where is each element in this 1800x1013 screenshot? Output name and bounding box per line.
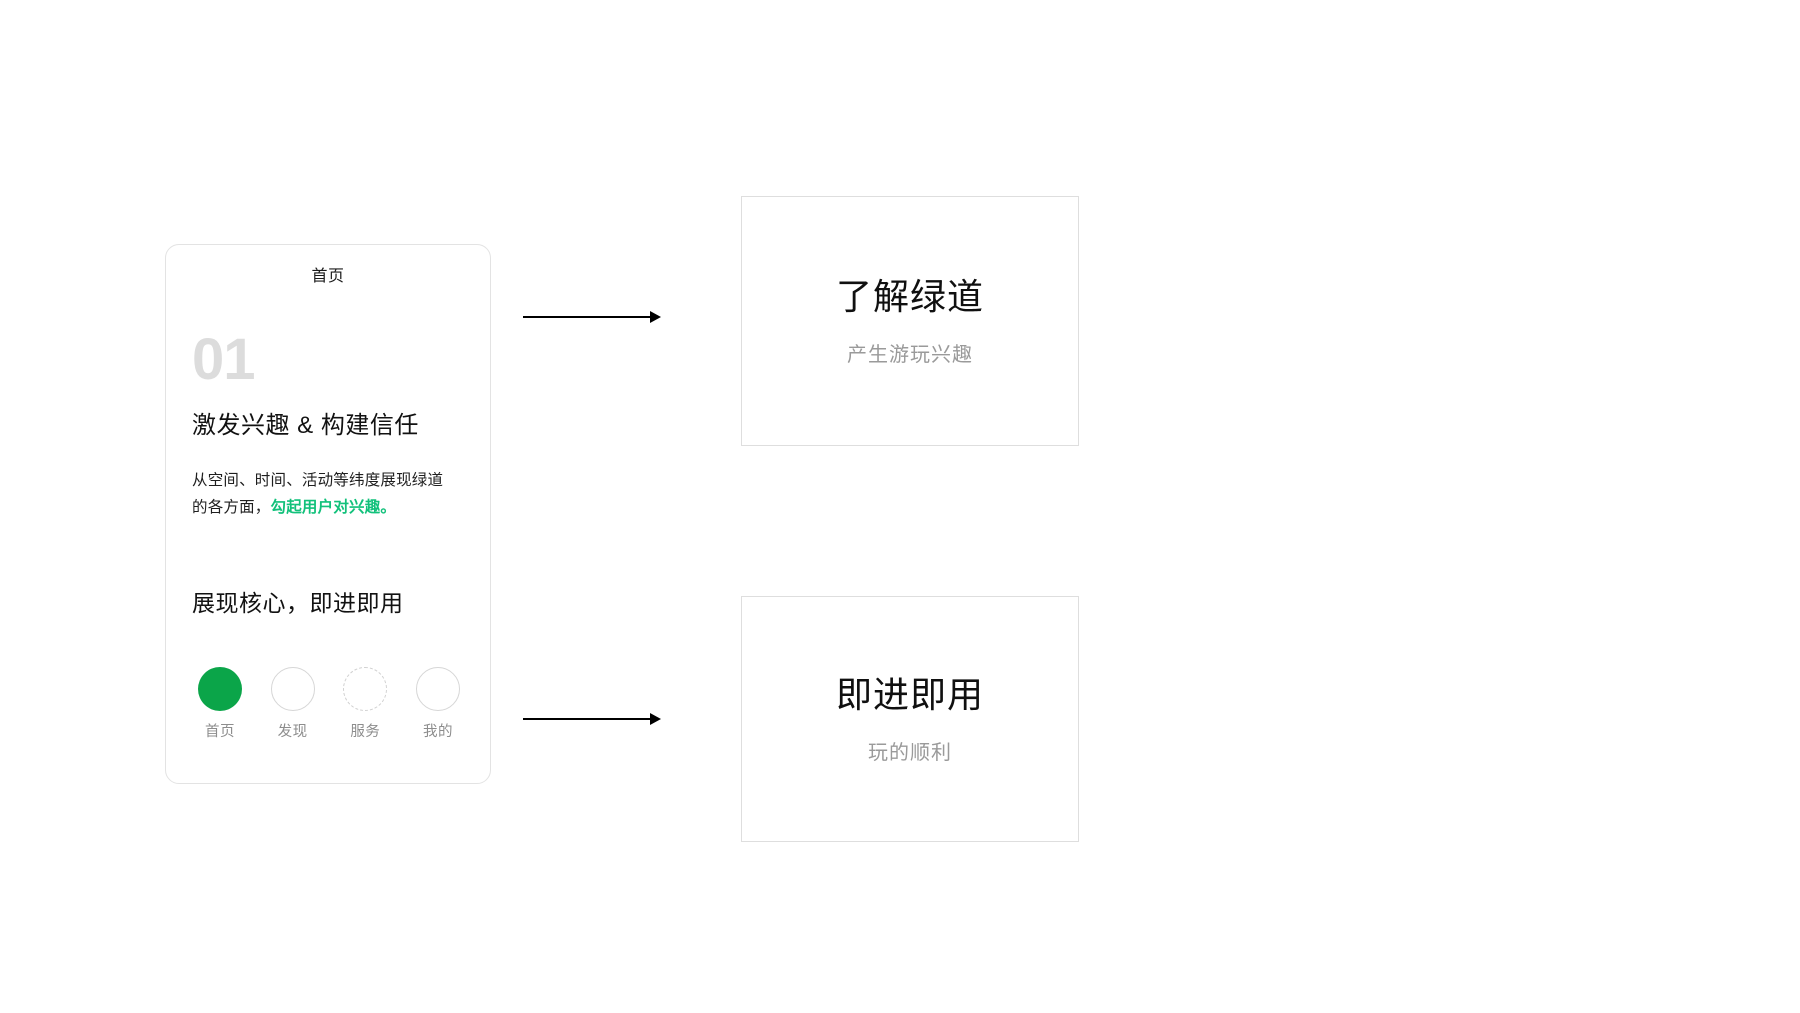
services-icon [343, 667, 388, 711]
tab-label-home: 首页 [205, 724, 235, 740]
outcome-card-1: 了解绿道 产生游玩兴趣 [741, 196, 1079, 446]
step-body-highlight: 勾起用户对兴趣。 [270, 499, 397, 516]
person-icon [415, 667, 460, 711]
step-number: 01 [192, 327, 256, 392]
outcome-subtitle-1: 产生游玩兴趣 [847, 344, 973, 367]
outcome-title-1: 了解绿道 [835, 275, 984, 317]
arrow-shaft [523, 718, 650, 720]
arrow-head-icon [650, 713, 661, 725]
bottom-tab-bar: 首页 发现 服务 我的 [180, 667, 478, 741]
compass-icon [270, 667, 315, 711]
arrow-head-icon [650, 311, 661, 323]
tab-item-home[interactable]: 首页 [188, 667, 252, 741]
arrow-to-outcome-1 [523, 310, 661, 324]
step-subtitle: 展现核心，即进即用 [192, 590, 404, 616]
tab-item-discover[interactable]: 发现 [261, 667, 325, 741]
outcome-subtitle-2: 玩的顺利 [868, 742, 952, 765]
outcome-title-2: 即进即用 [835, 673, 984, 715]
tab-label-profile: 我的 [422, 724, 453, 740]
home-icon [198, 667, 242, 711]
phone-header-title: 首页 [311, 268, 345, 285]
outcome-card-2: 即进即用 玩的顺利 [741, 596, 1079, 842]
tab-item-services[interactable]: 服务 [333, 667, 397, 741]
tab-label-services: 服务 [350, 724, 381, 740]
phone-mockup-card: 首页 01 激发兴趣 & 构建信任 从空间、时间、活动等纬度展现绿道的各方面，勾… [165, 244, 491, 784]
arrow-shaft [523, 316, 650, 318]
step-body-text: 从空间、时间、活动等纬度展现绿道的各方面，勾起用户对兴趣。 [192, 467, 454, 521]
arrow-to-outcome-2 [523, 712, 661, 726]
tab-label-discover: 发现 [277, 724, 308, 740]
step-title: 激发兴趣 & 构建信任 [192, 412, 419, 439]
step-body-prefix: 从空间、时间、活动等纬度展现绿道的各方面， [192, 472, 444, 516]
tab-item-profile[interactable]: 我的 [406, 667, 470, 741]
